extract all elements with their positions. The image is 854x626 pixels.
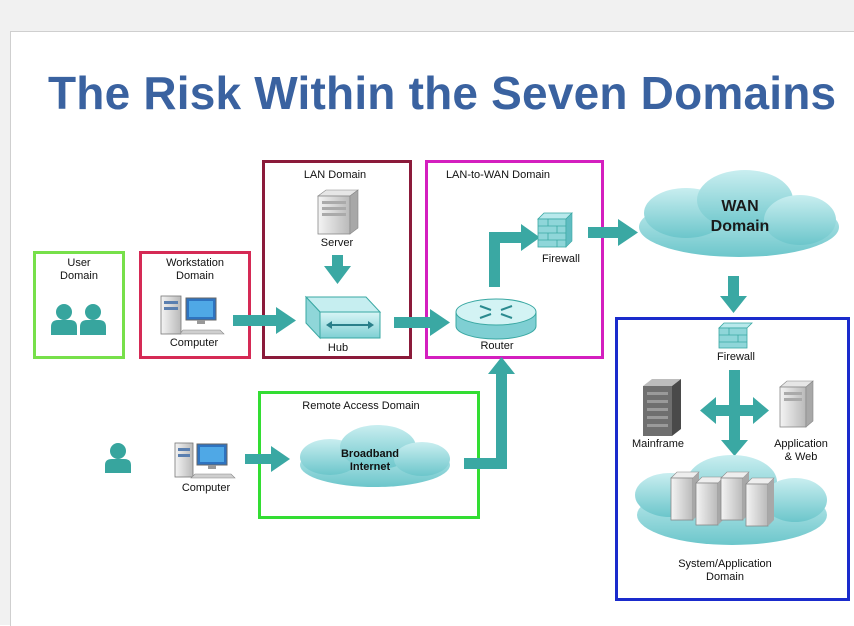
arrow-remote-to-router	[464, 357, 515, 469]
computer-label: Computer	[169, 337, 219, 349]
user-domain-box	[33, 251, 125, 359]
mainframe-icon	[643, 379, 681, 436]
person-icon	[105, 443, 131, 473]
arrow-workstation-to-hub	[233, 307, 296, 334]
remote-computer-label: Computer	[181, 482, 231, 494]
computer-icon	[160, 295, 225, 335]
arrow-server-to-hub	[324, 255, 351, 284]
arrow-firewall-to-wan	[588, 219, 638, 246]
arrow-firewall-crossroads	[700, 370, 769, 456]
firewall-icon	[718, 322, 753, 349]
users-icon	[51, 304, 106, 335]
arrow-computer-to-broadband	[245, 446, 290, 472]
window-frame-left	[0, 0, 10, 625]
slide-title: The Risk Within the Seven Domains	[48, 67, 837, 119]
server-label: Server	[320, 237, 354, 249]
firewall-label: Firewall	[542, 253, 580, 265]
hub-icon	[304, 295, 382, 340]
computer-icon	[174, 442, 236, 479]
lan-domain-label: LAN Domain	[303, 169, 367, 181]
application-web-label: Application& Web	[774, 438, 828, 463]
wan-cloud-icon	[639, 170, 839, 257]
lan-to-wan-domain-label: LAN-to-WAN Domain	[445, 169, 551, 181]
server-icon	[317, 189, 359, 235]
broadband-cloud-icon	[300, 425, 450, 487]
remote-access-domain-label: Remote Access Domain	[302, 400, 420, 412]
window-frame-top	[0, 0, 854, 31]
router-label: Router	[480, 340, 514, 352]
system-firewall-label: Firewall	[717, 351, 755, 363]
server-cluster-icon	[670, 471, 775, 527]
router-icon	[455, 298, 537, 340]
arrow-router-to-firewall	[489, 224, 540, 287]
server-icon	[779, 380, 814, 428]
arrow-wan-to-system	[720, 276, 747, 313]
hub-label: Hub	[327, 342, 349, 354]
arrow-hub-to-router	[394, 309, 450, 336]
firewall-icon	[537, 212, 573, 248]
mainframe-label: Mainframe	[632, 438, 684, 450]
